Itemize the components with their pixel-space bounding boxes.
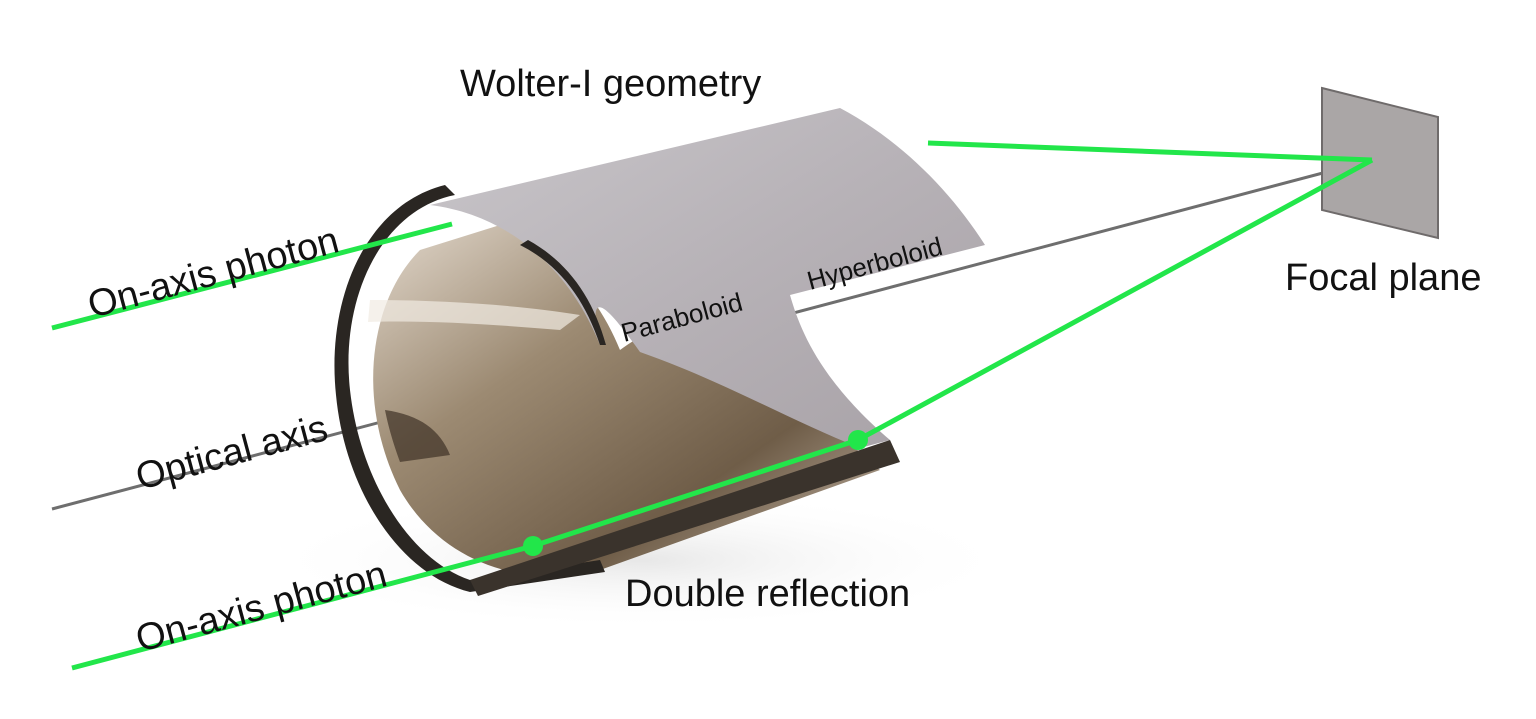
reflection-point-hyperboloid	[848, 430, 868, 450]
optical-axis-label: Optical axis	[131, 407, 332, 498]
shell-inner-edge	[520, 240, 606, 345]
double-reflection-label: Double reflection	[625, 573, 910, 615]
mirror-inner-shade	[385, 410, 450, 462]
photon-ray-top	[51, 221, 453, 331]
shell-bottom-edge	[470, 440, 900, 596]
photon-ray-bottom	[71, 157, 1374, 671]
title-label: Wolter-I geometry	[460, 63, 761, 105]
photon-top-label: On-axis photon	[83, 219, 343, 326]
focal-plane-detector	[1321, 86, 1439, 240]
reflection-point-paraboloid	[523, 536, 543, 556]
photon-ray-top-exit	[927, 140, 1373, 163]
photon-bottom-label: On-axis photon	[131, 553, 391, 660]
mirror-inner-highlight	[368, 300, 580, 330]
focal-plane-label: Focal plane	[1285, 257, 1481, 299]
mirror-outer-surface	[430, 108, 985, 448]
